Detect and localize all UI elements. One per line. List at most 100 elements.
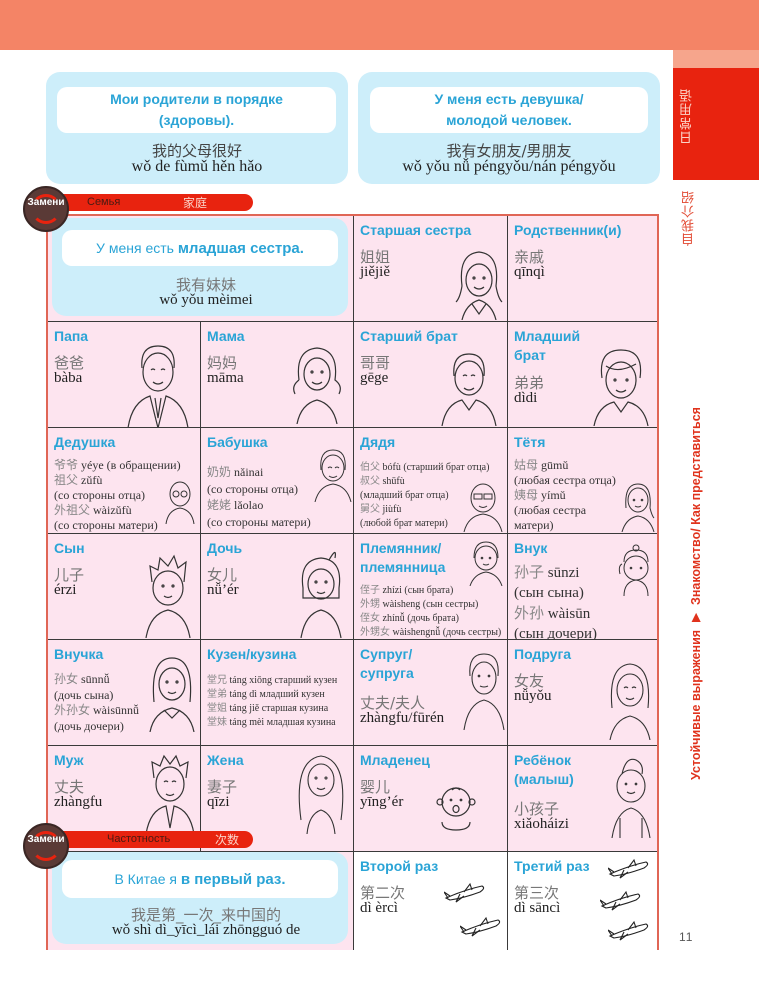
frequency-label-cn: 次数 (215, 833, 240, 847)
vocab-cell-granddaughter: Внучка 孙女 sūnnǚ (дочь сына) 外孙女 wàisūnnǚ… (48, 640, 201, 746)
cell-lines: 爷爷 yéye (в обращении) 祖父 zǔfù (со сторон… (54, 458, 181, 532)
family-example-cn: 我有妹妹 (175, 276, 236, 294)
wife-illustration-icon (298, 755, 344, 834)
cell-title: Старший брат (360, 328, 458, 344)
cell-pinyin: nǚ’ér (207, 582, 239, 598)
replace-icon (23, 823, 69, 869)
vocabulary-grid: У меня есть младшая сестра. 我有妹妹 wǒ yǒu … (46, 214, 659, 950)
son-illustration-icon (145, 554, 191, 638)
daughter-illustration-icon (300, 551, 342, 638)
airplane-icon (600, 890, 641, 911)
vocab-cell-spouse: Супруг/супруга 丈夫/夫人 zhàngfu/fūrén (354, 640, 508, 746)
vocab-cell-aunt: Тётя 姑母 gūmǔ (любая сестра отца) 姨母 yímǔ… (508, 428, 657, 534)
vocab-cell-third-time: Третий раз 第三次 dì sāncì (508, 852, 657, 950)
cell-title: Мама (207, 328, 245, 344)
cell-title: Племянник/племянница (360, 540, 446, 575)
phrase-pinyin: wǒ yǒu nǚ péngyǒu/nán péngyǒu (402, 158, 616, 175)
family-section-bar: Семья 家庭 (63, 194, 253, 211)
cell-lines: 伯父 bófù (старший брат отца) 叔父 shūfù (мл… (360, 462, 490, 529)
phrase-cn: 我有女朋友/男朋友 (446, 142, 572, 160)
frequency-example-cn: 我是第_一次_来中国的 (130, 906, 281, 924)
older-sister-illustration-icon (455, 251, 503, 320)
phrase-card-girlfriend: У меня есть девушка/ молодой человек. 我有… (358, 72, 660, 184)
grandson-baby-illustration-icon (618, 544, 649, 596)
cell-lines: 奶奶 nǎinai (со стороны отца) 姥姥 lǎolao (с… (207, 465, 311, 529)
cell-lines: 侄子 zhízi (сын брата) 外甥 wàisheng (сын се… (360, 585, 502, 638)
cell-pinyin: xiǎoháizi (514, 816, 569, 832)
cell-pinyin: érzi (54, 582, 77, 598)
younger-brother-illustration-icon (593, 349, 649, 426)
child-illustration-icon (611, 758, 651, 838)
breadcrumb: Устойчивые выражения ▶ Знакомство/ Как п… (689, 360, 703, 780)
vocab-cell-cousin: Кузен/кузина 堂兄 táng xiōng старший кузен… (201, 640, 354, 746)
cell-pinyin: zhàngfu/fūrén (360, 710, 445, 726)
cell-lines: 孙子 sūnzi (сын сына) 外孙 wàisūn (сын дочер… (514, 563, 597, 640)
vocab-cell-relatives: Родственник(и) 亲戚 qīnqì (508, 216, 657, 322)
cell-title: Ребёнок(малыш) (514, 752, 574, 787)
frequency-example-pinyin: wǒ shì dì_yīcì_lái zhōngguó de (111, 922, 301, 938)
uncle-illustration-icon (463, 483, 503, 532)
older-brother-illustration-icon (441, 353, 497, 426)
cell-pinyin: jiějiě (360, 264, 390, 280)
cell-title: Супруг/супруга (360, 646, 414, 681)
cell-title: Внук (514, 540, 548, 556)
frequency-example-bubble: В Китае я в первый раз. 我是第_一次_来中国的 wǒ s… (52, 852, 348, 944)
cell-cn: 第三次 (514, 884, 560, 902)
vocab-cell-grandson: Внук 孙子 sūnzi (сын сына) 外孙 wàisūn (сын … (508, 534, 657, 640)
chapter-title-cn: 日常用语 (680, 88, 695, 144)
grandmother-illustration-icon (314, 449, 352, 502)
aunt-illustration-icon (621, 483, 655, 532)
header-band (0, 0, 759, 50)
girlfriend-illustration-icon (609, 663, 651, 740)
cell-cn: 妈妈 (207, 354, 238, 372)
vocab-cell-grandmother: Бабушка 奶奶 nǎinai (со стороны отца) 姥姥 l… (201, 428, 354, 534)
cell-cn: 哥哥 (360, 354, 391, 372)
phrase-card-parents: Мои родители в порядке (здоровы). 我的父母很好… (46, 72, 348, 184)
cell-cn: 丈夫/夫人 (360, 694, 426, 712)
grandfather-illustration-icon (165, 481, 195, 524)
cell-lines: 堂兄 táng xiōng старший кузен 堂弟 táng dì м… (207, 675, 338, 728)
airplane-icon (608, 858, 649, 879)
vocab-cell-grandfather: Дедушка 爷爷 yéye (в обращении) 祖父 zǔfù (с… (48, 428, 201, 534)
vocab-cell-second-time: Второй раз 第二次 dì èrcì (354, 852, 508, 950)
breadcrumb-part1: Устойчивые выражения (689, 629, 703, 780)
replace-icon (23, 186, 69, 232)
cell-title: Жена (207, 752, 244, 768)
replace-badge-label: Замени (27, 834, 65, 845)
section-title-cn: 自我介绍 (682, 190, 697, 246)
cell-cn: 爸爸 (54, 354, 85, 372)
cell-lines: 姑母 gūmǔ (любая сестра отца) 姨母 yímǔ (люб… (514, 458, 616, 532)
cell-cn: 弟弟 (514, 374, 545, 392)
vocab-cell-nephew: Племянник/племянница 侄子 zhízi (сын брата… (354, 534, 508, 640)
granddaughter-illustration-icon (149, 657, 195, 732)
breadcrumb-part2: Знакомство/ Как представиться (689, 406, 703, 605)
cell-cn: 婴儿 (360, 778, 391, 796)
vocab-cell-older-sister: Старшая сестра 姐姐 jiějiě (354, 216, 508, 322)
cell-title: Подруга (514, 646, 572, 662)
cell-pinyin: nǚyǒu (514, 688, 552, 704)
cell-pinyin: dìdi (514, 390, 538, 406)
cell-title: Родственник(и) (514, 222, 622, 238)
cell-pinyin: bàba (54, 370, 83, 386)
vocab-cell-daughter: Дочь 女儿 nǚ’ér (201, 534, 354, 640)
vocab-cell-son: Сын 儿子 érzi (48, 534, 201, 640)
cell-title: Внучка (54, 646, 104, 662)
cell-cn: 丈夫 (54, 778, 85, 796)
cell-title: Папа (54, 328, 89, 344)
cell-pinyin: qīzi (207, 794, 230, 810)
cell-cn: 亲戚 (514, 248, 545, 266)
cell-title: Второй раз (360, 858, 439, 874)
cell-title: Младенец (360, 752, 430, 768)
cell-pinyin: gēge (360, 370, 389, 386)
vocab-cell-girlfriend: Подруга 女友 nǚyǒu (508, 640, 657, 746)
cell-pinyin: qīnqì (514, 264, 545, 280)
cell-title: Дедушка (54, 434, 116, 450)
family-example-cell: У меня есть младшая сестра. 我有妹妹 wǒ yǒu … (48, 216, 354, 322)
cell-cn: 女儿 (207, 566, 238, 584)
chapter-tab[interactable] (673, 68, 759, 180)
cell-title: Муж (54, 752, 84, 768)
phrase-cn: 我的父母很好 (151, 142, 242, 160)
